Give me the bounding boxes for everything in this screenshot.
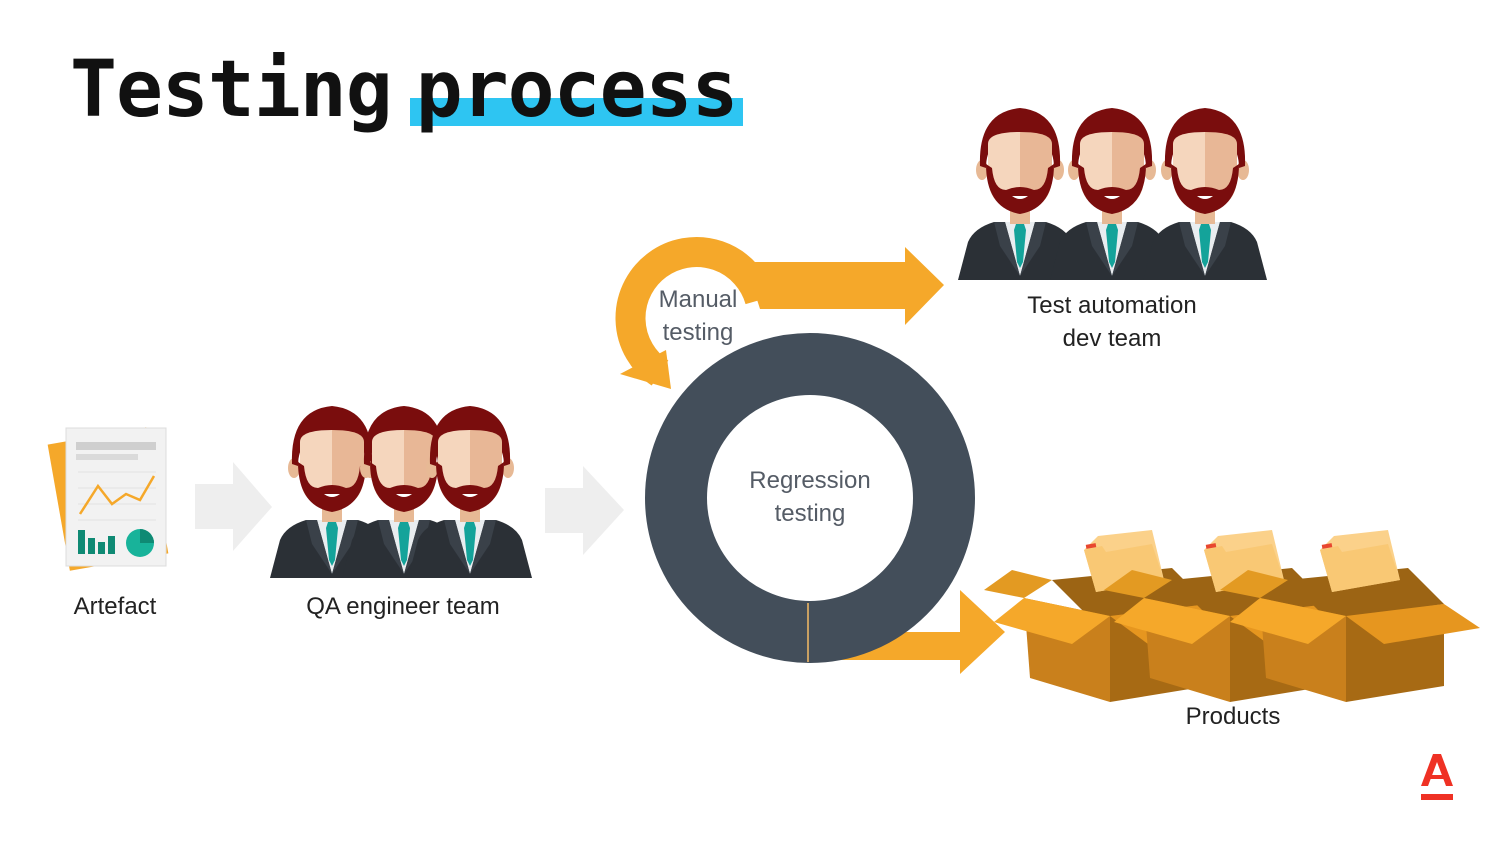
automation-team-label: Test automation dev team [992,289,1232,355]
title-word-process: process [415,45,739,135]
manual-label-line1: Manual [658,286,738,313]
title-word-testing: Testing [70,45,393,135]
regression-label-line2: testing [774,500,846,527]
products-label: Products [1185,703,1281,730]
title-highlight-bar [409,98,744,126]
arrow-qa-to-regression [545,466,624,555]
manual-label-line2: testing [662,319,734,346]
regression-ring [645,333,1005,674]
automation-label-line1: Test automation [1027,292,1197,319]
automation-label-line2: dev team [1062,325,1162,352]
products-boxes-icon [984,530,1480,702]
qa-team-icon [270,406,532,578]
manual-testing-label: Manual testing [638,283,758,349]
regression-testing-label: Regression testing [720,464,900,530]
title-highlight: process [409,40,744,140]
artefact-report-icon [47,427,169,571]
manual-testing-loop [615,237,944,389]
artefact-label: Artefact [73,593,157,620]
automation-team-icon [958,108,1267,280]
arrow-artefact-to-qa [195,462,272,551]
regression-label-line1: Regression [749,467,871,494]
qa-team-label: QA engineer team [306,593,500,620]
alfa-logo [1421,754,1453,800]
